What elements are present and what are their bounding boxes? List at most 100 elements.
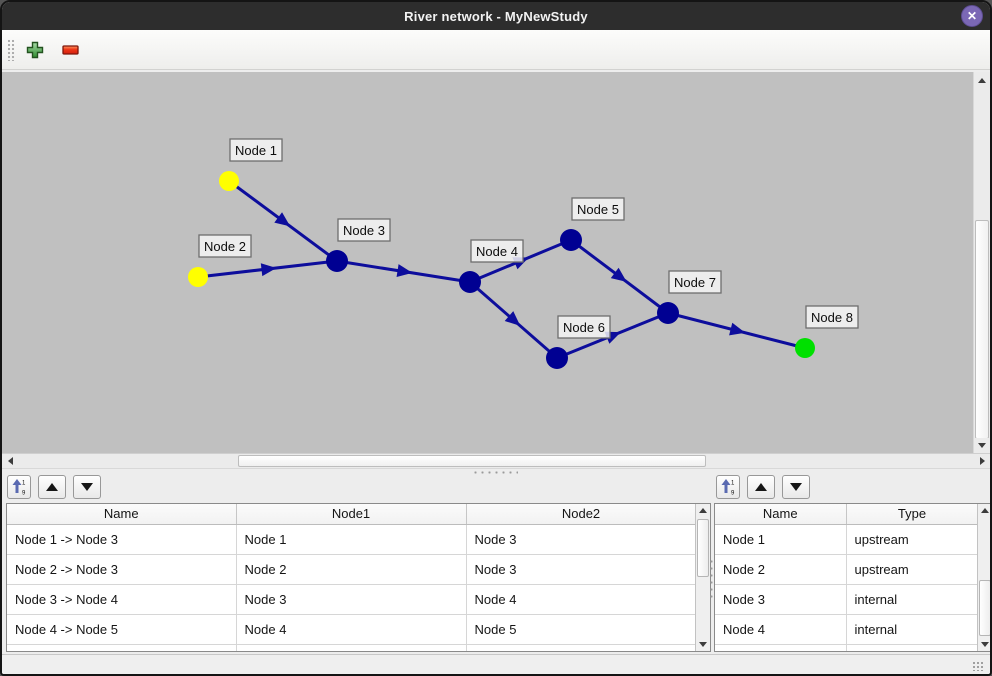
network-node[interactable]	[657, 302, 679, 324]
table-row-empty	[7, 644, 697, 651]
table-cell: Node 1	[715, 524, 847, 555]
table-row-empty	[715, 644, 979, 651]
vertical-scroll-thumb[interactable]	[975, 220, 989, 439]
branches-table-scrollbar[interactable]	[695, 504, 710, 651]
node-label: Node 1	[229, 138, 283, 162]
canvas-vertical-scrollbar[interactable]	[973, 72, 990, 453]
network-node[interactable]	[326, 250, 348, 272]
vertical-scroll-thumb[interactable]	[979, 580, 990, 636]
pane-splitter[interactable]	[2, 469, 990, 475]
scroll-up-button[interactable]	[978, 504, 990, 517]
node-label: Node 2	[198, 234, 252, 258]
arrow-down-icon	[978, 442, 986, 448]
tables-splitter[interactable]	[709, 503, 714, 652]
column-header[interactable]: Node1	[236, 504, 467, 525]
table-cell: Node 2	[715, 554, 847, 585]
table-cell: Node 3 -> Node 4	[7, 584, 237, 615]
move-down-button[interactable]	[782, 475, 810, 499]
nodes-table-scrollbar[interactable]	[977, 504, 990, 651]
table-cell: Node 4	[715, 614, 847, 645]
arrow-left-icon	[7, 457, 13, 465]
canvas-horizontal-scrollbar[interactable]	[2, 453, 990, 469]
remove-branch-button[interactable]	[61, 40, 81, 60]
horizontal-scroll-thumb[interactable]	[238, 455, 706, 467]
move-down-button[interactable]	[73, 475, 101, 499]
scroll-left-button[interactable]	[3, 454, 17, 468]
svg-text:Node 2: Node 2	[204, 239, 246, 254]
move-up-button[interactable]	[38, 475, 66, 499]
branches-table-toolbar: 1 9	[7, 475, 101, 500]
table-cell: Node 4 -> Node 5	[7, 614, 237, 645]
table-cell: Node 3	[236, 584, 467, 615]
close-button[interactable]: ✕	[961, 5, 983, 27]
scroll-down-button[interactable]	[696, 638, 710, 651]
network-node[interactable]	[188, 267, 208, 287]
column-header[interactable]: Node2	[466, 504, 697, 525]
network-node[interactable]	[546, 347, 568, 369]
nodes-table-toolbar: 1 9	[716, 475, 810, 500]
svg-text:Node 1: Node 1	[235, 143, 277, 158]
network-node[interactable]	[795, 338, 815, 358]
table-cell: Node 3	[466, 524, 697, 555]
table-cell: Node 4	[466, 584, 697, 615]
table-cell: Node 4	[236, 614, 467, 645]
scroll-right-button[interactable]	[975, 454, 989, 468]
node-label: Node 5	[571, 197, 625, 221]
table-cell: upstream	[846, 554, 979, 585]
table-cell: Node 1 -> Node 3	[7, 524, 237, 555]
svg-text:Node 4: Node 4	[476, 244, 518, 259]
add-branch-button[interactable]	[25, 40, 45, 60]
green-plus-icon	[26, 41, 44, 58]
sort-numeric-icon: 1 9	[12, 479, 26, 496]
scroll-up-button[interactable]	[696, 504, 710, 517]
network-node[interactable]	[219, 171, 239, 191]
table-cell: internal	[846, 614, 979, 645]
scroll-down-button[interactable]	[974, 438, 990, 452]
svg-text:1: 1	[731, 481, 735, 487]
sort-button[interactable]: 1 9	[716, 475, 740, 499]
column-header[interactable]: Type	[846, 504, 979, 525]
table-cell: Node 1	[236, 524, 467, 555]
toolbar-drag-handle-icon[interactable]	[7, 38, 15, 61]
title-bar[interactable]: River network - MyNewStudy ✕	[2, 2, 990, 30]
svg-text:9: 9	[731, 491, 735, 496]
table-cell: Node 3	[715, 584, 847, 615]
table-cell: Node 3	[466, 554, 697, 585]
up-triangle-icon	[755, 483, 767, 491]
arrow-right-icon	[979, 457, 985, 465]
svg-text:9: 9	[22, 491, 26, 496]
node-label: Node 3	[337, 218, 391, 242]
sort-numeric-icon: 1 9	[721, 479, 735, 496]
sort-button[interactable]: 1 9	[7, 475, 31, 499]
scroll-down-button[interactable]	[978, 638, 990, 651]
edge-arrow-icon	[274, 212, 291, 227]
edge-arrow-icon	[729, 322, 746, 336]
network-node[interactable]	[560, 229, 582, 251]
status-bar	[2, 654, 990, 674]
table-cell: internal	[846, 584, 979, 615]
arrow-up-icon	[978, 77, 986, 83]
resize-grip-icon[interactable]	[972, 661, 984, 671]
column-header[interactable]: Name	[715, 504, 847, 525]
svg-text:1: 1	[22, 481, 26, 487]
node-label: Node 4	[470, 239, 524, 263]
network-node[interactable]	[459, 271, 481, 293]
scroll-up-button[interactable]	[974, 73, 990, 87]
node-label: Node 6	[557, 315, 611, 339]
column-header[interactable]: Name	[7, 504, 237, 525]
close-icon: ✕	[966, 9, 978, 23]
move-up-button[interactable]	[747, 475, 775, 499]
table-cell: Node 5	[466, 614, 697, 645]
vertical-scroll-thumb[interactable]	[697, 519, 709, 577]
